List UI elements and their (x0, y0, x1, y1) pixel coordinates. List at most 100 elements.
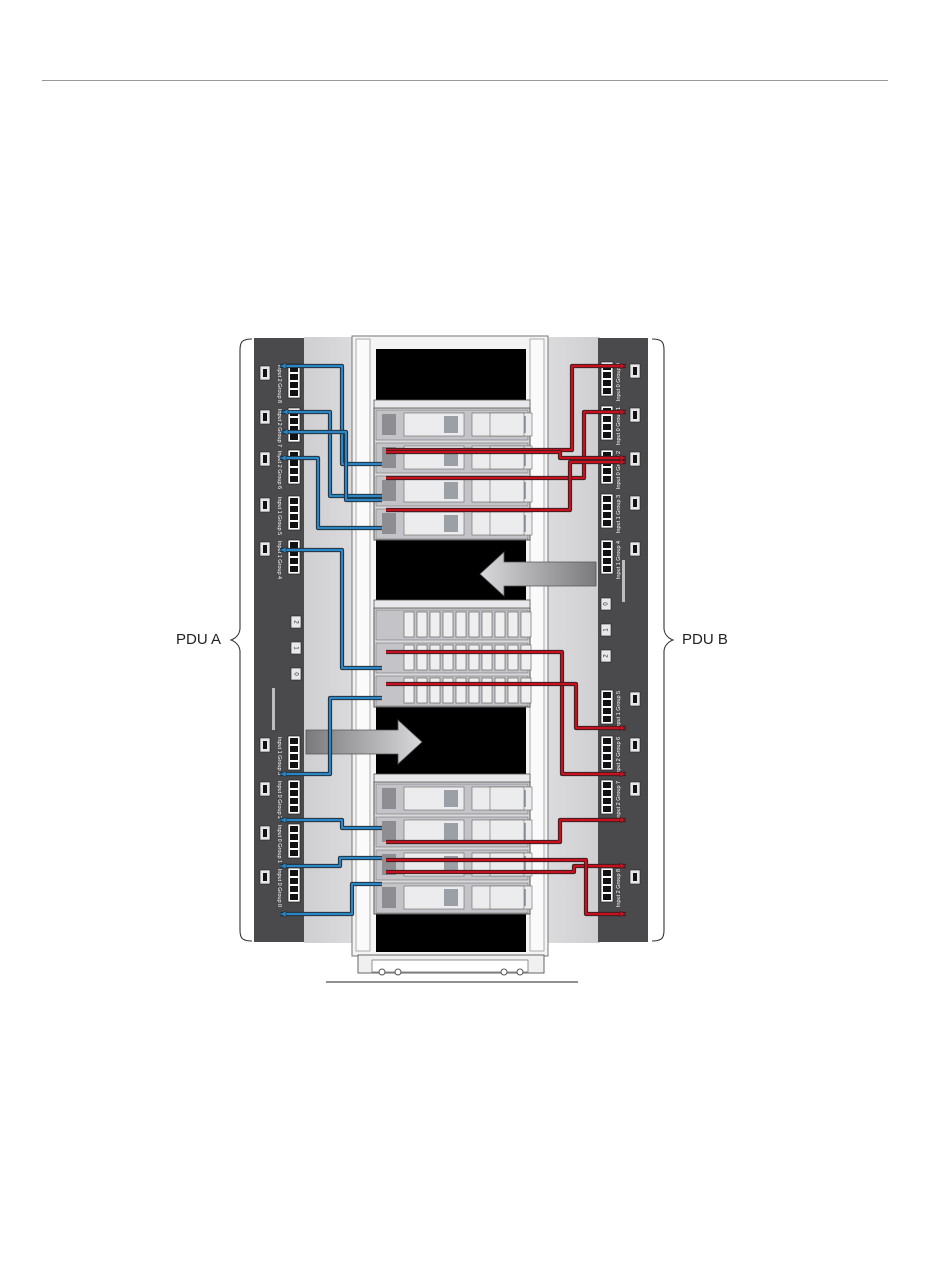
cable-plug (619, 724, 627, 732)
outlet-socket (290, 842, 298, 848)
pdu-b-cable (386, 410, 626, 480)
outlet-socket (603, 754, 611, 760)
outlet-strip (287, 495, 301, 531)
cable-plug (619, 362, 627, 370)
pdu-outlet-group: Input 0 Group 0 (259, 867, 301, 907)
cable-plug (619, 770, 627, 778)
pdu-outlet-group: Input 1 Group 5 (600, 689, 641, 729)
cable-plug (619, 862, 627, 870)
outlet-socket (290, 566, 298, 572)
outlet-socket (290, 550, 298, 556)
pdu-nameplate (622, 560, 625, 602)
pdu-section-number: 2 (292, 620, 298, 624)
pdu-group-label: Input 0 Group 1 (276, 825, 282, 863)
outlet-socket (290, 522, 298, 528)
pdu-group-label: Input 0 Group 0 (616, 363, 622, 401)
pdu-outlet-group: Input 1 Group 3 (259, 735, 301, 775)
outlet-socket (603, 468, 611, 474)
pdu-b: Input 0 Group 0 Input 0 Group 1 Input 0 Gr… (598, 338, 648, 942)
outlet-socket (603, 746, 611, 752)
outlet-socket (603, 432, 611, 438)
airflow-arrow-upper (479, 551, 597, 597)
cable-plug (279, 454, 287, 462)
pdu-group-label: Input 0 Group 2 (616, 451, 622, 489)
top-rule (42, 80, 888, 81)
pdu-outlet-group: Input 0 Group 0 (600, 361, 641, 401)
outlet-strip (600, 361, 614, 397)
cable-plug (281, 408, 289, 416)
outlet-socket (290, 374, 298, 380)
outlet-socket (290, 558, 298, 564)
outlet-strip (287, 823, 301, 859)
pdu-a-cable (280, 696, 382, 776)
pdu-outlet-group: Input 1 Group 3 (600, 493, 641, 533)
outlet-strip (287, 779, 301, 815)
server-top-vent (373, 399, 531, 409)
outlet-socket (290, 382, 298, 388)
outlet-socket (603, 716, 611, 722)
pdu-a-cable (280, 856, 382, 868)
power-cables (279, 362, 627, 918)
pdu-group-label: Input 1 Group 3 (276, 737, 282, 775)
pdu-a-cable (282, 410, 382, 498)
outlet-socket (290, 782, 298, 788)
pdu-group-label: Input 2 Group 6 (276, 451, 282, 489)
outlet-socket (603, 700, 611, 706)
outlet-socket (290, 894, 298, 900)
cable-plug (619, 454, 627, 462)
pdu-outlet-group: Input 1 Group 4 (600, 539, 641, 579)
cable-plug (279, 862, 287, 870)
pdu-a-cable (280, 548, 382, 670)
outlet-strip (287, 735, 301, 771)
cable-plug (279, 362, 287, 370)
pdu-outlet-group: Input 2 Group 8 (600, 867, 641, 907)
outlet-socket (603, 790, 611, 796)
pdu-a-label: PDU A (176, 631, 222, 648)
pdu-section-number: 1 (604, 628, 610, 632)
outlet-strip (600, 405, 614, 441)
outlet-socket (603, 692, 611, 698)
pdu-group-label: Input 2 Group 7 (276, 409, 282, 447)
outlet-socket (290, 542, 298, 548)
outlet-socket (603, 424, 611, 430)
pdu-section-number: 1 (292, 646, 298, 650)
outlet-strip (600, 539, 614, 575)
outlet-socket (290, 434, 298, 440)
pdu-group-label: Input 0 Group 0 (276, 869, 282, 907)
outlet-socket (603, 894, 611, 900)
pdu-group-label: Input 1 Group 5 (276, 497, 282, 535)
server-top-vent (373, 773, 531, 783)
outlet-socket (290, 468, 298, 474)
outlet-socket (290, 886, 298, 892)
pdu-group-label: Input 2 Group 8 (616, 869, 622, 907)
outlet-socket (290, 834, 298, 840)
outlet-socket (603, 782, 611, 788)
outlet-socket (603, 388, 611, 394)
pdu-section-number-box (290, 667, 302, 681)
outlet-socket (603, 520, 611, 526)
server-top (373, 399, 533, 541)
outlet-socket (290, 452, 298, 458)
outlet-socket (290, 762, 298, 768)
outlet-socket (603, 542, 611, 548)
outlet-socket (290, 878, 298, 884)
outlet-strip (600, 779, 614, 815)
pdu-group-label: Input 2 Group 7 (616, 781, 622, 819)
outlet-socket (290, 798, 298, 804)
pdu-b-cable (386, 682, 626, 730)
outlet-socket (290, 738, 298, 744)
pdu-outlet-group: Input 2 Group 7 (600, 779, 641, 819)
outlet-socket (603, 512, 611, 518)
outlet-socket (290, 418, 298, 424)
brace-left (229, 338, 253, 942)
outlet-socket (603, 372, 611, 378)
airflow-arrow-lower (305, 719, 423, 765)
outlet-strip (600, 735, 614, 771)
pdu-section-number-box (600, 623, 612, 637)
pdu-group-label: Input 0 Group 1 (616, 407, 622, 445)
pdu-section-number-box (290, 641, 302, 655)
outlet-socket (603, 798, 611, 804)
outlet-socket (603, 878, 611, 884)
outlet-socket (603, 708, 611, 714)
outlet-socket (290, 850, 298, 856)
